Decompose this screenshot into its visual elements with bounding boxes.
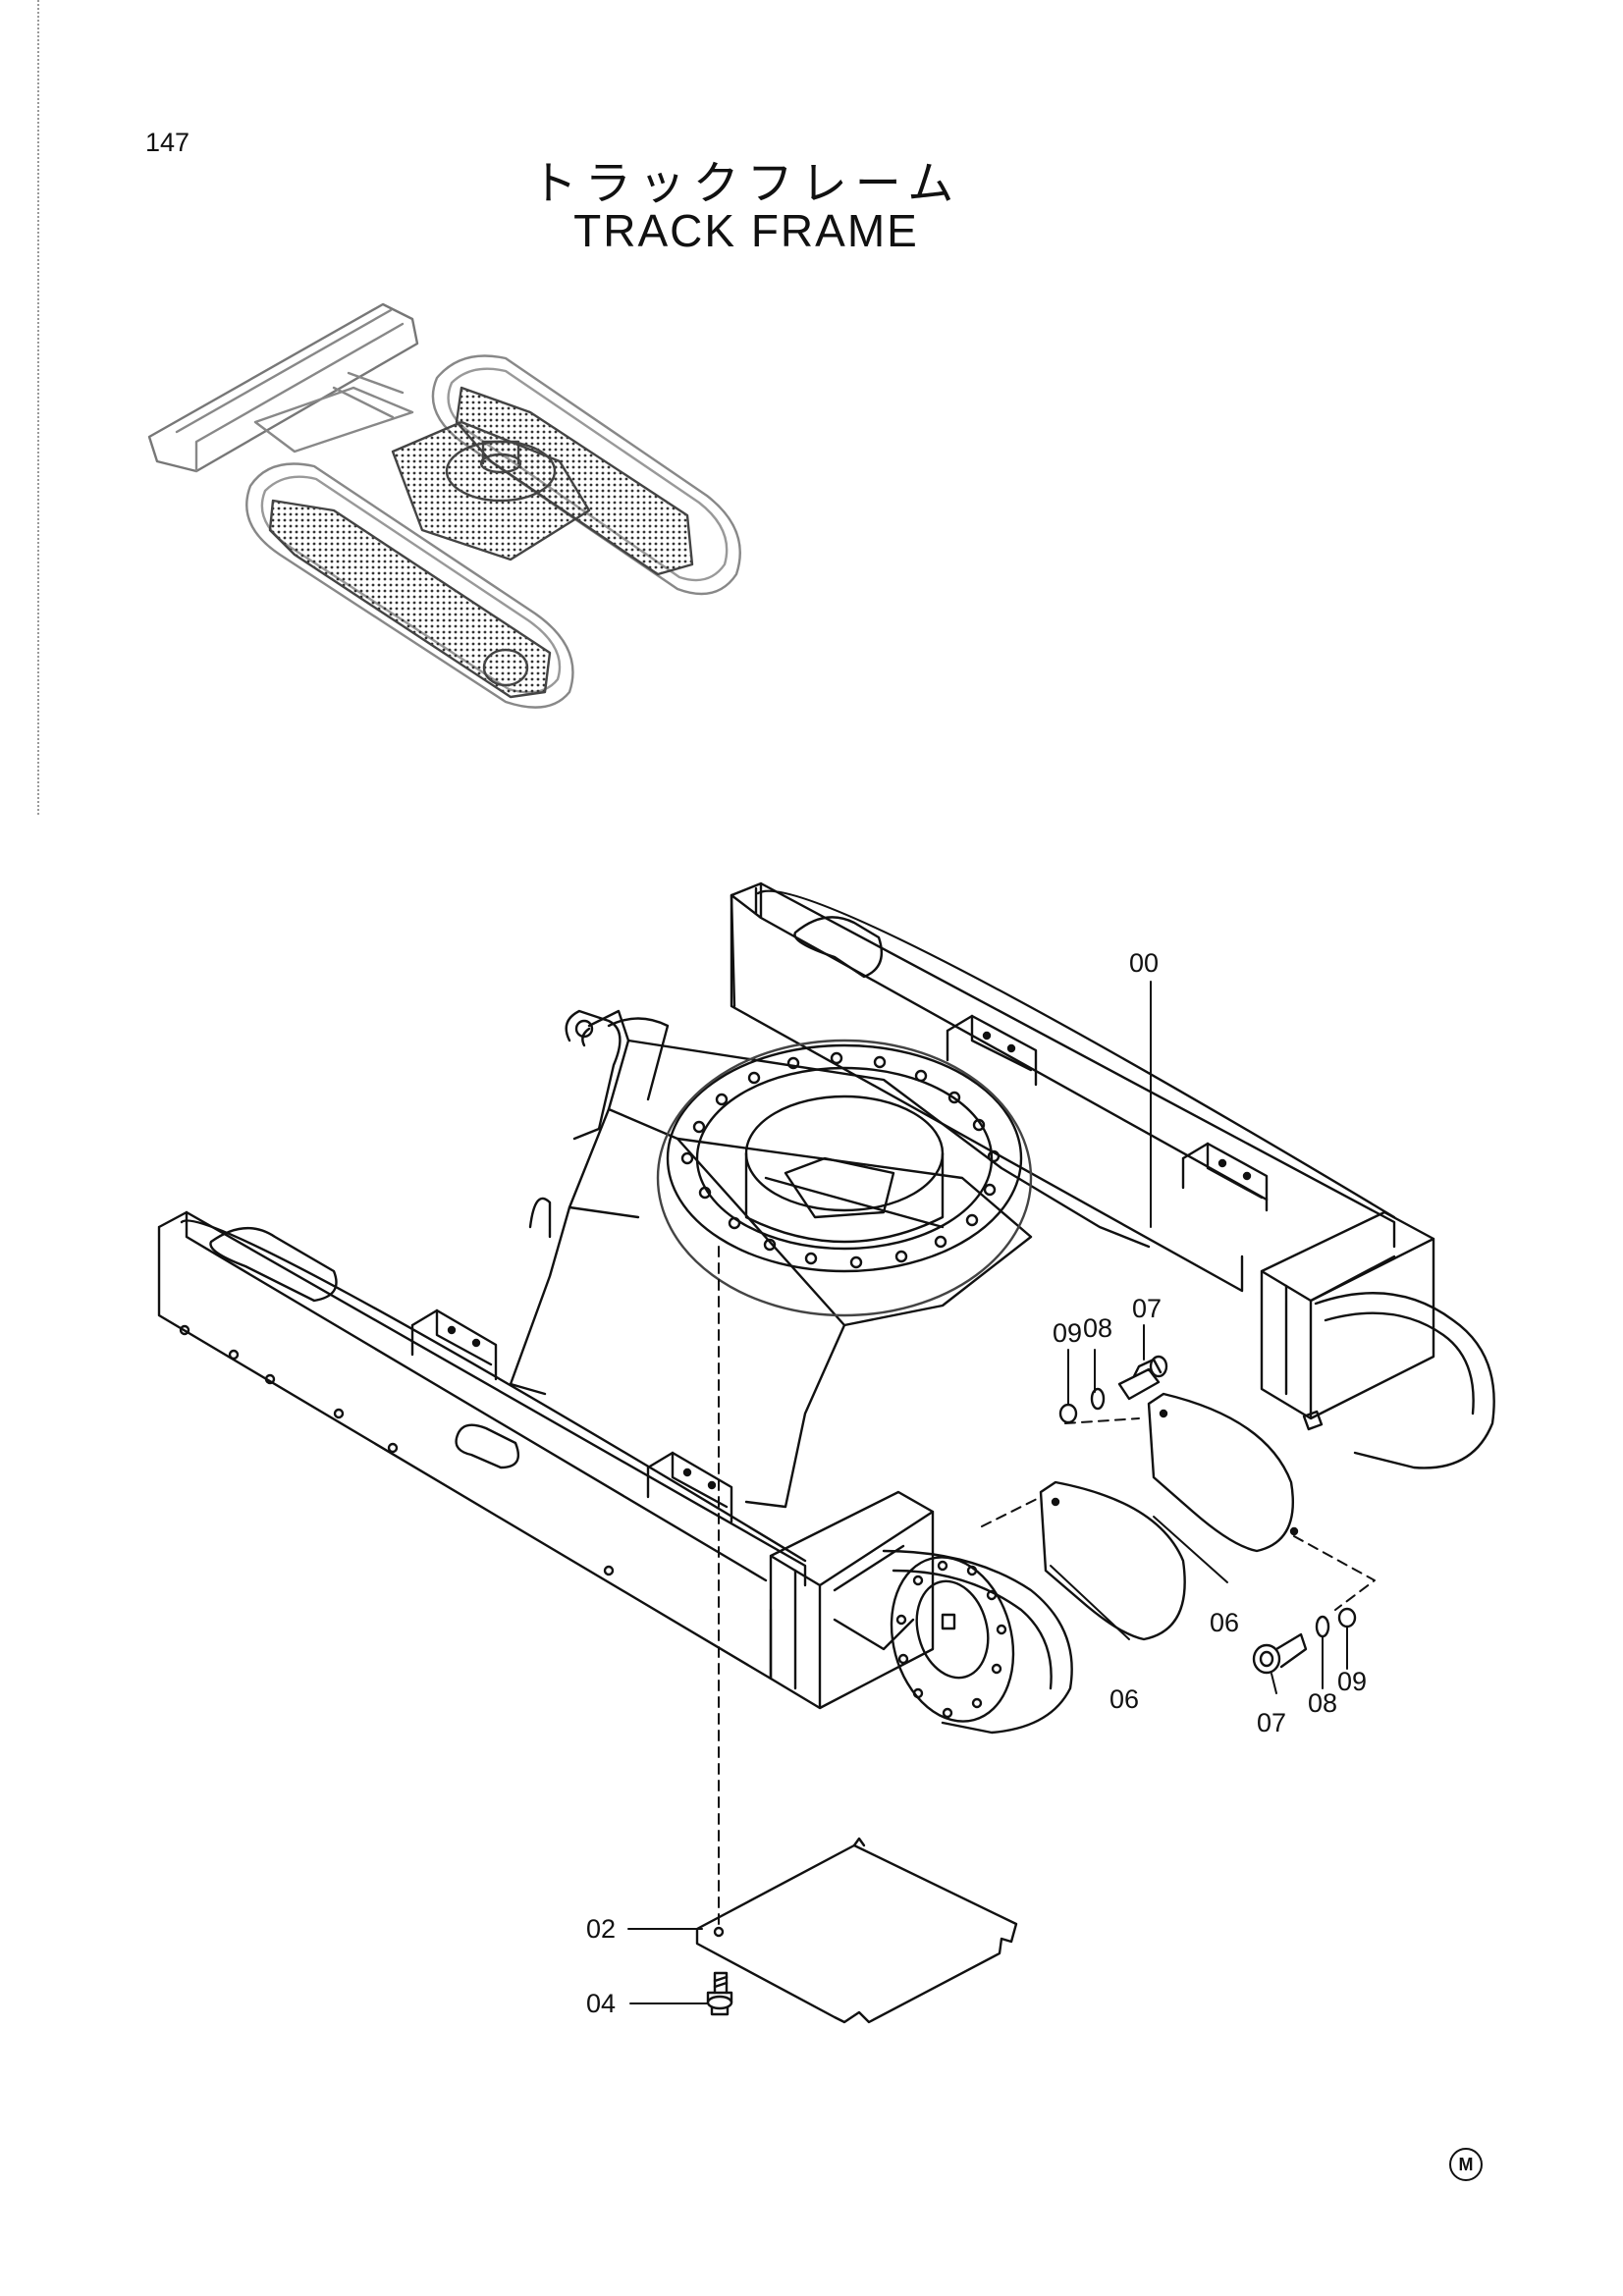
callout-06-right: 06 <box>1210 1608 1240 1637</box>
center-body <box>509 1009 1151 1396</box>
callout-02: 02 <box>586 1914 617 1944</box>
callout-08-upper: 08 <box>1083 1313 1113 1343</box>
callout-09-upper: 09 <box>1053 1318 1083 1348</box>
rear-side-frame <box>730 881 1396 1293</box>
washer-09-upper <box>1058 1403 1078 1424</box>
margin-rule <box>37 0 39 815</box>
washer-08-lower <box>1315 1615 1330 1638</box>
rear-motor-cover <box>1314 1292 1495 1469</box>
washer-08-upper <box>1090 1387 1106 1411</box>
title-english: TRACK FRAME <box>573 205 919 256</box>
leader-lines <box>627 981 1348 2004</box>
overview-undercarriage <box>147 302 741 709</box>
cover-06-rear <box>1147 1392 1294 1553</box>
overview-blade <box>147 302 419 473</box>
callout-09-lower: 09 <box>1337 1667 1368 1696</box>
bolt-07-lower <box>1252 1632 1308 1675</box>
cover-06-front <box>1039 1480 1186 1641</box>
dashed-assembly-lines <box>718 1246 1376 1925</box>
callout-06-left: 06 <box>1109 1684 1140 1714</box>
washer-09-lower <box>1337 1607 1357 1629</box>
model-mark: M <box>1449 2148 1483 2181</box>
bolt-07-upper <box>1117 1355 1168 1401</box>
bearing-bolt-holes <box>680 1051 1001 1269</box>
rear-pad-1 <box>946 1014 1038 1087</box>
bolt-04 <box>706 1971 733 2016</box>
swing-bearing-ring <box>666 1043 1023 1273</box>
callout-07-lower: 07 <box>1257 1708 1287 1737</box>
callout-07-upper: 07 <box>1132 1294 1163 1323</box>
callout-00: 00 <box>1129 948 1160 978</box>
front-side-frame <box>157 1210 807 1681</box>
callout-08-lower: 08 <box>1308 1688 1338 1718</box>
front-pad-1 <box>410 1308 498 1381</box>
motor-mount-ring <box>890 1556 1015 1723</box>
under-cover-02 <box>695 1843 1018 2024</box>
overview-front-track <box>245 462 574 709</box>
title-japanese: トラックフレーム <box>530 157 962 211</box>
rear-sprocket-housing <box>1260 1210 1435 1420</box>
main-track-frame <box>157 881 1495 1735</box>
callout-04: 04 <box>586 1989 617 2018</box>
front-pad-2 <box>646 1451 733 1523</box>
overview-rear-track <box>431 354 741 596</box>
rear-pad-2 <box>1181 1142 1269 1212</box>
page-number: 147 <box>145 128 190 157</box>
front-frame-holes <box>179 1324 615 1576</box>
